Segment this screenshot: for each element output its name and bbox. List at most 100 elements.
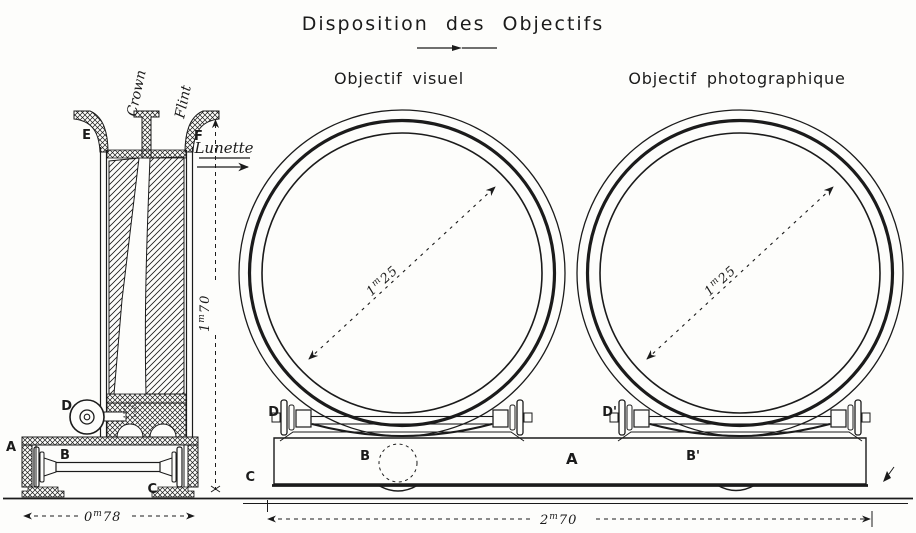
flint-glass-label: Flint — [172, 84, 195, 121]
height-dim-end-mark — [210, 485, 221, 493]
height-dim-label: 1m70 — [197, 295, 213, 332]
roller-hidden-boss — [123, 405, 136, 418]
foot-arch-left — [116, 423, 144, 438]
width-dim-num: 0 — [84, 510, 93, 525]
visual-axle-disc-left-inner — [288, 404, 295, 431]
visual-hidden-wheel — [378, 443, 418, 483]
photo-objective-title: Objectif photographique — [628, 69, 845, 88]
photo-wheel-label: B' — [686, 449, 700, 464]
roller-hub — [79, 409, 95, 425]
visual-axle-bolt-left — [271, 412, 281, 423]
lunette-pointer: Lunette — [193, 139, 254, 172]
bottom-dim-num: 2 — [539, 513, 549, 528]
roller-axle-stub — [103, 411, 127, 422]
photo-axle-disc-right-inner — [847, 404, 854, 431]
bottom-dim-sup: m — [549, 512, 559, 522]
width-dim-sup: m — [93, 509, 103, 519]
point-a-label: A — [6, 440, 16, 455]
mounting-base: A C — [245, 437, 895, 487]
visual-cell-ring — [247, 118, 557, 428]
wheel-hub-left — [43, 457, 57, 477]
width-dimension-left: 0m78 — [23, 509, 195, 525]
width-dim-frac: 78 — [103, 510, 122, 525]
flint-lens-section — [144, 156, 185, 395]
photo-clear-aperture — [599, 132, 881, 414]
height-dim-frac: 70 — [198, 295, 213, 314]
height-dim-num: 1 — [198, 323, 213, 332]
point-e-label: E — [82, 128, 91, 143]
point-c-label: C — [147, 482, 157, 497]
flange-right — [184, 110, 220, 153]
base-label: A — [566, 450, 578, 468]
rail-arrow-tail — [888, 466, 895, 475]
lens-seat-bottom — [106, 393, 187, 404]
frame-wall-right — [187, 444, 199, 488]
base-outline — [273, 437, 867, 485]
wheel-hub-right — [159, 457, 173, 477]
point-b-label: B — [60, 448, 70, 463]
visual-axle-bolt-right — [523, 412, 533, 423]
photo-bearing-right — [830, 409, 847, 428]
visual-axle-label: D — [268, 405, 279, 420]
width-dim-label: 0m78 — [84, 509, 121, 525]
photo-axle-bolt-left — [609, 412, 619, 423]
objectives-front-view: Objectif visuel 1m25 D B Objecti — [238, 69, 904, 528]
visual-axle-disc-left-outer — [280, 399, 288, 436]
figure-title-group: Disposition des Objectifs — [302, 13, 605, 51]
roller-pin — [83, 413, 91, 421]
visual-clear-aperture — [261, 132, 543, 414]
point-d-label: D — [61, 399, 72, 414]
tube-walls — [99, 147, 194, 437]
ground-lines — [3, 497, 913, 504]
visual-diameter-label: 1m25 — [363, 263, 401, 300]
wheel-flange-left-inner — [39, 451, 45, 483]
bottom-dim-label: 2m70 — [539, 512, 577, 528]
photographic-objective: Objectif photographique 1m25 D' B' — [576, 69, 904, 492]
visual-objective: Objectif visuel 1m25 D B — [238, 69, 566, 492]
visual-objective-title: Objectif visuel — [334, 69, 464, 88]
width-dimension-right: 2m70 — [267, 500, 873, 528]
visual-diameter-line — [308, 186, 496, 360]
foot-pad-left — [21, 486, 65, 498]
lunette-label: Lunette — [193, 139, 253, 157]
visual-bearing-right — [492, 409, 509, 428]
foot-arch-right — [149, 423, 177, 438]
wheel-flange-right-outer — [176, 446, 183, 488]
photo-outer-ring — [576, 109, 904, 437]
visual-saddle-plate — [279, 431, 525, 442]
crown-lens-section — [108, 157, 140, 395]
rail-label: C — [245, 470, 255, 485]
lens-seat-top — [106, 149, 187, 159]
axle-rod — [55, 461, 161, 473]
bottom-dim-frac: 70 — [559, 513, 578, 528]
rail-arrow-icon — [883, 471, 891, 482]
photo-axle-disc-right-outer — [854, 399, 862, 436]
frame-inner-faces — [35, 445, 185, 487]
photo-cradle-arc — [649, 423, 831, 437]
visual-wheel-label: B — [360, 449, 370, 464]
visual-bearing-left — [295, 409, 312, 428]
visual-outer-ring — [238, 109, 566, 437]
point-f-label: F — [194, 129, 203, 144]
visual-cradle-arc — [311, 423, 493, 437]
flange-left — [73, 110, 109, 153]
objective-cross-section: Crown Flint E F D A — [6, 69, 254, 525]
carriage-plate — [21, 436, 199, 446]
frame-wall-left — [21, 444, 33, 488]
photo-cell-ring — [585, 118, 895, 428]
foot-pad-right — [151, 486, 195, 498]
height-dim-sup: m — [197, 313, 207, 323]
photo-saddle-plate — [617, 431, 863, 442]
photo-bearing-left — [633, 409, 650, 428]
roller-wheel — [69, 399, 105, 435]
visual-axle-disc-right-outer — [516, 399, 524, 436]
photo-diameter-line — [646, 186, 834, 360]
visual-axle-disc-right-inner — [509, 404, 516, 431]
crown-glass-label: Crown — [124, 69, 149, 118]
title-rule-arrow-icon — [452, 45, 462, 51]
photo-axle-disc-left-outer — [618, 399, 626, 436]
height-dimension: 1m70 — [197, 119, 221, 493]
photo-diameter-label: 1m25 — [701, 263, 739, 300]
figure-title: Disposition des Objectifs — [302, 13, 605, 35]
